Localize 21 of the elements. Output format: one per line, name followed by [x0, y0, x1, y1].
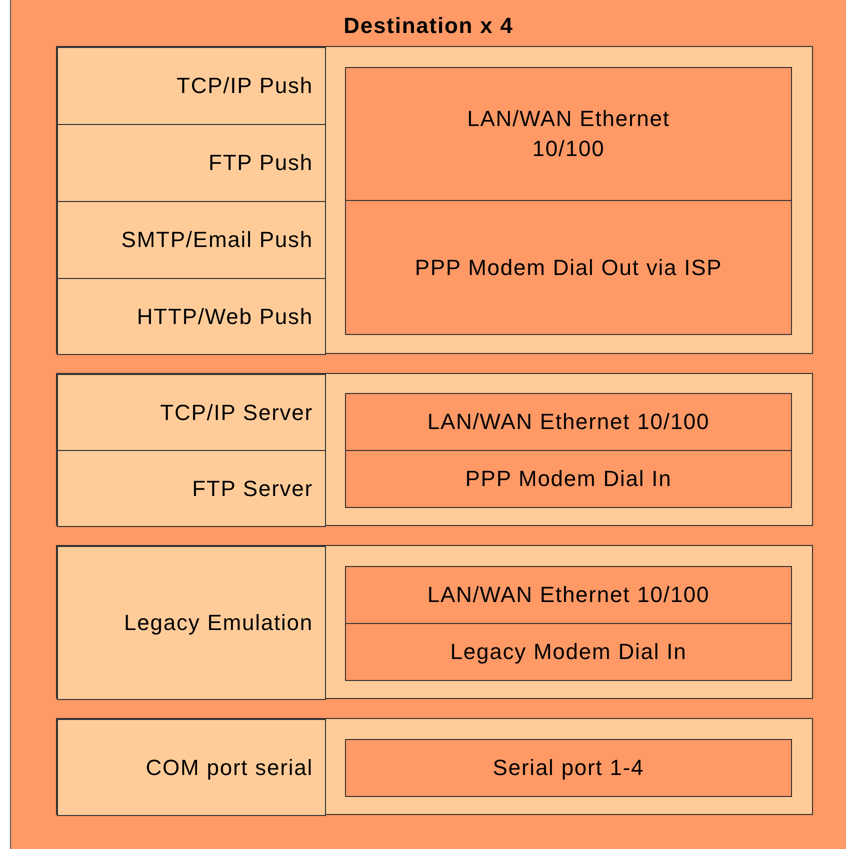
connection-box: LAN/WAN Ethernet 10/100: [345, 393, 792, 451]
connection-box: LAN/WAN Ethernet 10/100: [345, 67, 792, 201]
connection-box: PPP Modem Dial In: [345, 450, 792, 508]
protocol-cell: SMTP/Email Push: [57, 201, 326, 279]
protocol-cell: Legacy Emulation: [57, 546, 326, 700]
connection-box: Serial port 1-4: [345, 739, 792, 797]
protocol-cell: COM port serial: [57, 719, 326, 816]
connection-box: PPP Modem Dial Out via ISP: [345, 200, 792, 335]
frame-label: Destination x 4: [342, 12, 514, 40]
section-panel: [56, 46, 813, 354]
protocol-cell: FTP Server: [57, 450, 326, 527]
protocol-cell: TCP/IP Push: [57, 47, 326, 125]
diagram-background: [10, 0, 846, 849]
connection-box: Legacy Modem Dial In: [345, 623, 792, 681]
section-panel: [56, 373, 813, 526]
protocol-cell: HTTP/Web Push: [57, 278, 326, 355]
protocol-cell: FTP Push: [57, 124, 326, 202]
connection-box: LAN/WAN Ethernet 10/100: [345, 566, 792, 624]
protocol-cell: TCP/IP Server: [57, 374, 326, 451]
section-panel: [56, 545, 813, 699]
section-panel: [56, 718, 813, 815]
